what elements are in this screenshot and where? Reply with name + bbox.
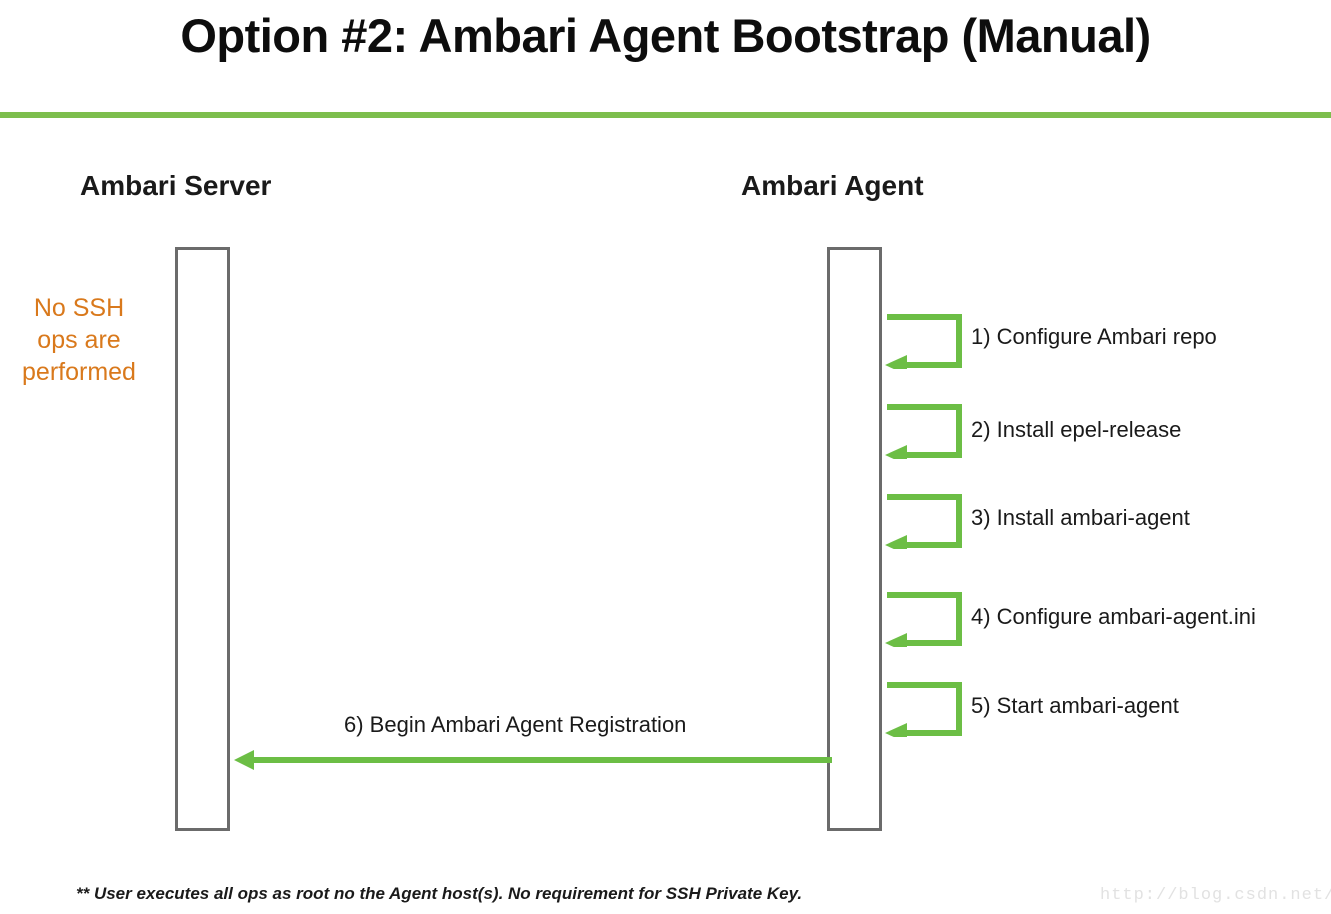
self-loop-arrow-2 <box>883 403 963 459</box>
title-divider-rule <box>0 112 1331 118</box>
no-ssh-ops-note: No SSH ops are performed <box>4 292 154 388</box>
step-label-1: 1) Configure Ambari repo <box>971 324 1217 349</box>
ambari-server-lifeline <box>175 247 230 831</box>
self-loop-arrow-4 <box>883 591 963 647</box>
self-loop-arrow-5 <box>883 681 963 737</box>
self-loop-arrow-3 <box>883 493 963 549</box>
source-watermark: http://blog.csdn.net/ <box>1100 886 1331 905</box>
registration-arrow <box>228 746 832 774</box>
no-ssh-ops-note-line-3: performed <box>22 358 136 386</box>
ambari-agent-lifeline <box>827 247 882 831</box>
step-label-2: 2) Install epel-release <box>971 417 1182 442</box>
page-title: Option #2: Ambari Agent Bootstrap (Manua… <box>180 9 1151 62</box>
ambari-agent-header: Ambari Agent <box>741 170 924 201</box>
step-label-3: 3) Install ambari-agent <box>971 505 1190 530</box>
registration-arrow-label: 6) Begin Ambari Agent Registration <box>344 712 687 737</box>
step-label-4: 4) Configure ambari-agent.ini <box>971 604 1256 629</box>
no-ssh-ops-note-line-2: ops are <box>37 326 121 354</box>
self-loop-arrow-1 <box>883 313 963 369</box>
ambari-server-header: Ambari Server <box>80 170 272 201</box>
step-label-5: 5) Start ambari-agent <box>971 693 1179 718</box>
footnote-text: ** User executes all ops as root no the … <box>76 884 803 903</box>
no-ssh-ops-note-line-1: No SSH <box>33 294 125 322</box>
